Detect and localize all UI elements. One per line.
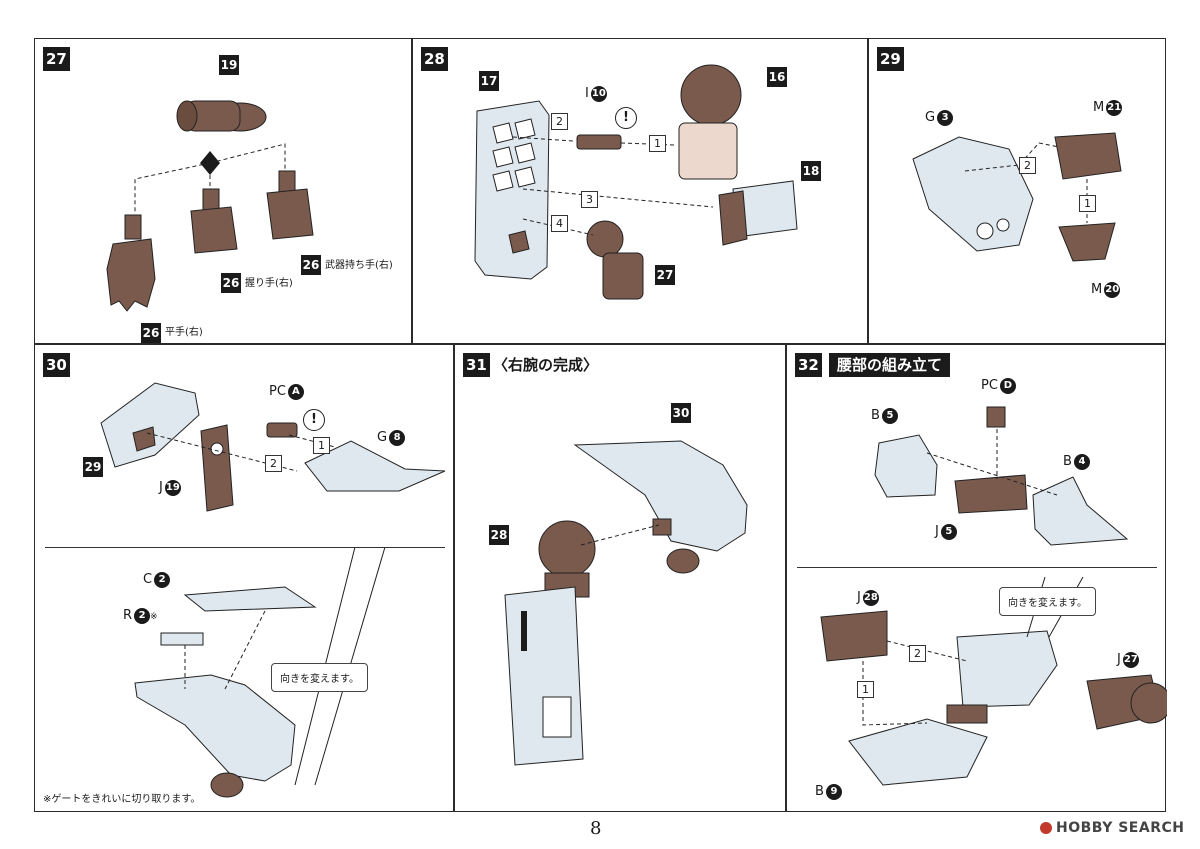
part-r2-drawing <box>160 632 204 646</box>
step-number: 31 <box>463 353 490 377</box>
step-number: 30 <box>43 353 70 377</box>
sequence-1: 1 <box>649 135 666 152</box>
caution-icon: ! <box>303 409 325 431</box>
part-16-drawing <box>678 64 742 180</box>
part-26-flat-badge: 26 <box>141 323 161 343</box>
sequence-1: 1 <box>857 681 874 698</box>
step-number: 32 <box>795 353 822 377</box>
part-b5-drawing <box>874 434 938 498</box>
sequence-3: 3 <box>581 191 598 208</box>
step-number: 29 <box>877 47 904 71</box>
part-27-drawing <box>586 220 644 300</box>
step-28-illustration <box>474 64 798 300</box>
caution-icon: ! <box>615 107 637 129</box>
part-26-grip-badge: 26 <box>221 273 241 293</box>
assembled-waist-drawing <box>946 630 1058 724</box>
part-i10-drawing <box>576 134 622 150</box>
part-j28-drawing <box>820 610 888 662</box>
sub-step-divider <box>797 567 1157 568</box>
part-g3-drawing <box>912 136 1034 252</box>
sequence-4: 4 <box>551 215 568 232</box>
part-29-badge: 29 <box>83 457 103 477</box>
part-30-badge: 30 <box>671 403 691 423</box>
rotate-callout: 向きを変えます。 <box>271 663 368 692</box>
part-30-drawing <box>573 440 748 574</box>
part-18-drawing <box>718 180 798 246</box>
part-j19-drawing <box>200 424 234 512</box>
step-31-panel: 31 〈右腕の完成〉 30 28 <box>454 344 786 812</box>
part-27-badge: 27 <box>655 265 675 285</box>
part-16-badge: 16 <box>767 67 787 87</box>
rotate-callout: 向きを変えます。 <box>999 587 1096 616</box>
label-grip-hand: 握り手(右) <box>245 278 293 289</box>
part-pcd-drawing <box>986 406 1006 428</box>
sequence-2: 2 <box>1019 157 1036 174</box>
brand-logo-icon <box>1040 822 1052 834</box>
sub-step-divider <box>45 547 445 548</box>
hand-grip-drawing <box>190 188 238 254</box>
part-b9-drawing <box>848 718 988 786</box>
step-number: 27 <box>43 47 70 71</box>
part-b4-drawing <box>1032 476 1129 546</box>
assembled-arm-drawing <box>134 674 296 798</box>
label-weapon-hand: 武器持ち手(右) <box>325 260 393 271</box>
step-30-illustration <box>100 382 446 798</box>
step-31-illustration <box>504 440 748 766</box>
step-29-illustration <box>912 132 1122 262</box>
part-j5-drawing <box>954 474 1028 514</box>
step-28-panel: 28 1 <box>412 38 868 344</box>
part-29-drawing <box>100 382 200 468</box>
sequence-2: 2 <box>265 455 282 472</box>
part-19-badge: 19 <box>219 55 239 75</box>
label-flat-hand: 平手(右) <box>165 327 203 338</box>
part-c2-drawing <box>183 586 317 612</box>
hand-weapon-drawing <box>266 170 314 240</box>
step-32-illustration <box>820 406 1167 786</box>
part-26-weapon-badge: 26 <box>301 255 321 275</box>
watermark: HOBBY SEARCH <box>1040 820 1184 836</box>
step-27-panel: 27 19 26 平手(右) 26 握り手(右) 26 <box>34 38 412 344</box>
part-g8-drawing <box>304 440 446 492</box>
part-pca-drawing <box>266 422 298 438</box>
part-19-drawing <box>176 100 267 132</box>
sequence-2: 2 <box>909 645 926 662</box>
part-28-badge: 28 <box>489 525 509 545</box>
part-m20-drawing <box>1058 222 1116 262</box>
part-18-badge: 18 <box>801 161 821 181</box>
part-17-drawing <box>474 100 550 280</box>
sequence-1: 1 <box>1079 195 1096 212</box>
page-number: 8 <box>590 818 602 839</box>
part-m21-drawing <box>1054 132 1122 180</box>
step-32-panel: 32 腰部の組み立て <box>786 344 1167 812</box>
sequence-2: 2 <box>551 113 568 130</box>
part-j27-drawing <box>1086 674 1167 730</box>
step-number: 28 <box>421 47 448 71</box>
step-title: 腰部の組み立て <box>829 353 951 377</box>
gate-note: ※ゲートをきれいに切り取ります。 <box>43 794 201 805</box>
step-title: 〈右腕の完成〉 <box>493 356 599 374</box>
part-28-drawing <box>504 520 596 766</box>
sequence-1: 1 <box>313 437 330 454</box>
part-17-badge: 17 <box>479 71 499 91</box>
step-27-illustration <box>106 100 314 312</box>
hand-flat-drawing <box>106 214 156 312</box>
